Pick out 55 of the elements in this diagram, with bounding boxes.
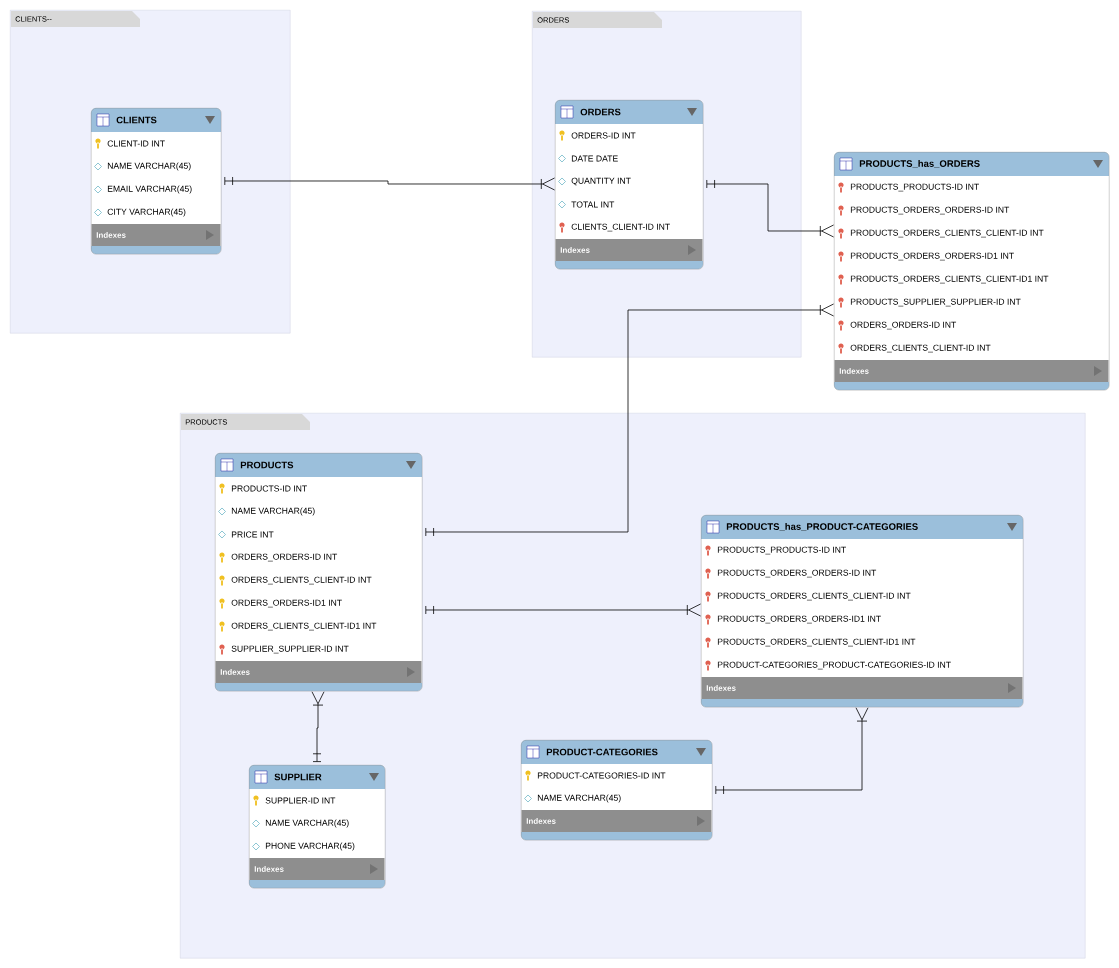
- table-title: PRODUCTS: [240, 461, 294, 469]
- indexes-bar: Indexes: [834, 360, 1109, 382]
- relationship-line: [715, 707, 869, 795]
- indexes-bar: Indexes: [215, 661, 422, 683]
- table-title: CLIENTS: [116, 116, 157, 124]
- column-row: DATE DATE: [571, 155, 618, 162]
- column-row: ORDERS_CLIENTS_CLIENT-ID INT: [850, 344, 991, 353]
- column-row: ORDERS_ORDERS-ID INT: [850, 321, 957, 330]
- column-row: CITY VARCHAR(45): [107, 208, 186, 217]
- column-row: PRODUCT-CATEGORIES-ID INT: [537, 772, 666, 779]
- column-row: NAME VARCHAR(45): [537, 794, 621, 803]
- column-row: ORDERS_ORDERS-ID INT: [231, 553, 338, 562]
- column-row: CLIENTS_CLIENT-ID INT: [571, 223, 670, 232]
- column-row: PRODUCTS_ORDERS_ORDERS-ID INT: [850, 206, 1010, 215]
- relationship-line: [425, 303, 834, 537]
- column-row: PRODUCTS_PRODUCTS-ID INT: [850, 183, 979, 192]
- column-row: ORDERS_CLIENTS_CLIENT-ID1 INT: [231, 622, 377, 631]
- column-row: PRODUCTS_ORDERS_CLIENTS_CLIENT-ID1 INT: [717, 638, 916, 647]
- column-row: ORDERS_CLIENTS_CLIENT-ID INT: [231, 576, 372, 585]
- column-row: PRODUCTS_SUPPLIER_SUPPLIER-ID INT: [850, 298, 1021, 307]
- column-row: NAME VARCHAR(45): [231, 507, 315, 516]
- column-row: TOTAL INT: [571, 201, 615, 208]
- column-row: PRODUCTS_ORDERS_CLIENTS_CLIENT-ID INT: [717, 592, 911, 601]
- column-row: PRODUCTS_ORDERS_ORDERS-ID1 INT: [850, 252, 1014, 261]
- relationship-line: [425, 603, 701, 617]
- column-row: NAME VARCHAR(45): [265, 819, 349, 828]
- column-row: EMAIL VARCHAR(45): [107, 185, 192, 194]
- column-row: PRICE INT: [231, 531, 274, 538]
- column-row: ORDERS_ORDERS-ID1 INT: [231, 599, 342, 608]
- table-title: PRODUCT-CATEGORIES: [546, 748, 658, 756]
- column-row: QUANTITY INT: [571, 177, 631, 186]
- column-row: PRODUCTS_PRODUCTS-ID INT: [717, 546, 846, 555]
- column-row: SUPPLIER-ID INT: [265, 797, 336, 804]
- relationship-line: [706, 179, 834, 238]
- column-row: PRODUCTS_ORDERS_ORDERS-ID1 INT: [717, 615, 881, 624]
- table-title: PRODUCTS_has_PRODUCT-CATEGORIES: [726, 522, 918, 531]
- column-row: PRODUCT-CATEGORIES_PRODUCT-CATEGORIES-ID INT: [717, 661, 951, 670]
- column-row: PRODUCTS_ORDERS_ORDERS-ID INT: [717, 569, 877, 578]
- indexes-bar: Indexes: [701, 677, 1023, 699]
- column-row: CLIENT-ID INT: [107, 140, 165, 147]
- column-row: PHONE VARCHAR(45): [265, 842, 355, 851]
- relationship-line: [224, 176, 555, 191]
- column-row: PRODUCTS_ORDERS_CLIENTS_CLIENT-ID INT: [850, 229, 1044, 238]
- indexes-bar: Indexes: [249, 858, 385, 880]
- indexes-bar: Indexes: [521, 810, 712, 832]
- table-title: PRODUCTS_has_ORDERS: [859, 159, 980, 168]
- column-row: SUPPLIER_SUPPLIER-ID INT: [231, 645, 349, 654]
- relationship-line: [311, 691, 325, 762]
- column-row: ORDERS-ID INT: [571, 132, 636, 139]
- table-title: ORDERS: [580, 108, 621, 116]
- column-row: NAME VARCHAR(45): [107, 162, 191, 171]
- column-row: PRODUCTS_ORDERS_CLIENTS_CLIENT-ID1 INT: [850, 275, 1049, 284]
- table-title: SUPPLIER: [274, 773, 322, 781]
- column-row: PRODUCTS-ID INT: [231, 485, 307, 492]
- indexes-bar: Indexes: [555, 239, 703, 261]
